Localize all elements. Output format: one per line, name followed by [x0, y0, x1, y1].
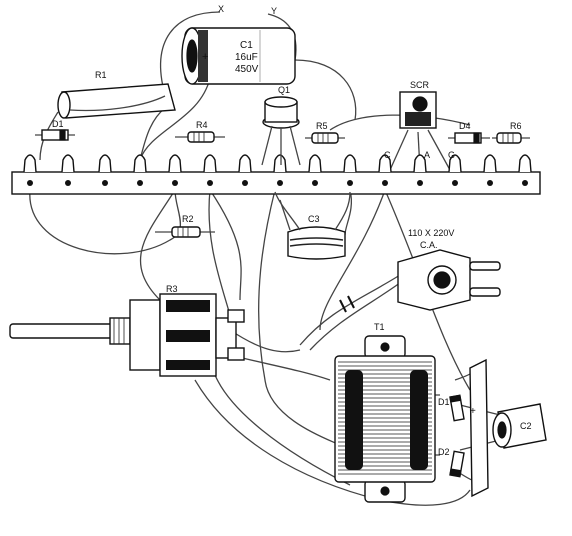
- diode-d2: D2: [438, 447, 465, 478]
- mains-plug: 110 X 220V C.A.: [397, 228, 501, 311]
- scr-thyristor: SCR: [399, 80, 437, 129]
- d1-top-label: D1: [52, 119, 64, 129]
- terminal-strip: [11, 154, 541, 195]
- strip-hole: [137, 180, 143, 186]
- strip-hole: [487, 180, 493, 186]
- mains-voltage-label: 110 X 220V: [408, 228, 454, 238]
- resistor-r4: R4: [175, 120, 225, 143]
- strip-lug: [343, 154, 357, 173]
- scr-label: SCR: [410, 80, 430, 90]
- strip-lug: [238, 154, 252, 173]
- q1-label: Q1: [278, 85, 290, 95]
- strip-lug: [61, 154, 75, 173]
- capacitor-c2: C2 +: [470, 403, 547, 449]
- strip-lug: [518, 154, 532, 173]
- strip-hole: [347, 180, 353, 186]
- strip-hole: [27, 180, 33, 186]
- strip-hole: [452, 180, 458, 186]
- strip-lug: [23, 154, 37, 173]
- c1-capacitance-label: 16uF: [235, 52, 258, 63]
- strip-hole: [172, 180, 178, 186]
- t1-label: T1: [374, 322, 385, 332]
- resistor-r2: R2: [155, 214, 215, 238]
- strip-lug: [133, 154, 147, 173]
- strip-hole: [312, 180, 318, 186]
- diode-d4: D4: [448, 121, 490, 144]
- strip-hole: [102, 180, 108, 186]
- diode-d1-right: D1: [438, 394, 465, 422]
- lead-x-label: X: [218, 4, 224, 14]
- r2-label: R2: [182, 214, 194, 224]
- resistor-r5: R5: [305, 121, 345, 144]
- strip-lug: [448, 154, 462, 173]
- svg-text:+: +: [202, 51, 208, 63]
- c1-voltage-label: 450V: [235, 64, 259, 75]
- c1-name-label: C1: [240, 40, 253, 51]
- strip-hole: [242, 180, 248, 186]
- strip-lug: [168, 154, 182, 173]
- strip-lug: [483, 154, 497, 173]
- mains-ca-label: C.A.: [420, 240, 438, 250]
- strip-hole: [277, 180, 283, 186]
- strip-lug: [378, 154, 392, 173]
- strip-hole: [207, 180, 213, 186]
- capacitor-c1: + C1 16uF 450V: [181, 27, 296, 85]
- transformer-t1: T1: [334, 322, 436, 503]
- strip-hole: [65, 180, 71, 186]
- lead-y-label: Y: [271, 6, 277, 16]
- potentiometer-r3: R3: [9, 284, 245, 377]
- transistor-q1: Q1: [261, 85, 301, 166]
- strip-lug: [203, 154, 217, 173]
- strip-hole: [382, 180, 388, 186]
- d2-label: D2: [438, 447, 450, 457]
- resistor-r6: R6: [492, 121, 530, 144]
- r4-label: R4: [196, 120, 208, 130]
- r1-label: R1: [95, 70, 107, 80]
- rectifier-board: D1 D2 C2 +: [438, 358, 547, 498]
- r6-label: R6: [510, 121, 522, 131]
- strip-lug: [308, 154, 322, 173]
- c2-label: C2: [520, 421, 532, 431]
- c2-plus-label: +: [470, 406, 476, 417]
- strip-lug: [273, 154, 287, 173]
- c3-label: C3: [308, 214, 320, 224]
- capacitor-c3: C3: [274, 191, 351, 260]
- r5-label: R5: [316, 121, 328, 131]
- r3-label: R3: [166, 284, 178, 294]
- strip-lug: [413, 154, 427, 173]
- d1-right-label: D1: [438, 397, 450, 407]
- terminal-a-label: A: [424, 150, 430, 160]
- terminal-g-label: G: [448, 150, 455, 160]
- small-capacitor: [339, 295, 355, 313]
- terminal-c-label: C: [384, 150, 391, 160]
- strip-lug: [98, 154, 112, 173]
- d4-label: D4: [459, 121, 471, 131]
- diode-d1-top: D1: [35, 119, 75, 141]
- strip-hole: [522, 180, 528, 186]
- strip-hole: [417, 180, 423, 186]
- resistor-r1: R1: [39, 70, 176, 161]
